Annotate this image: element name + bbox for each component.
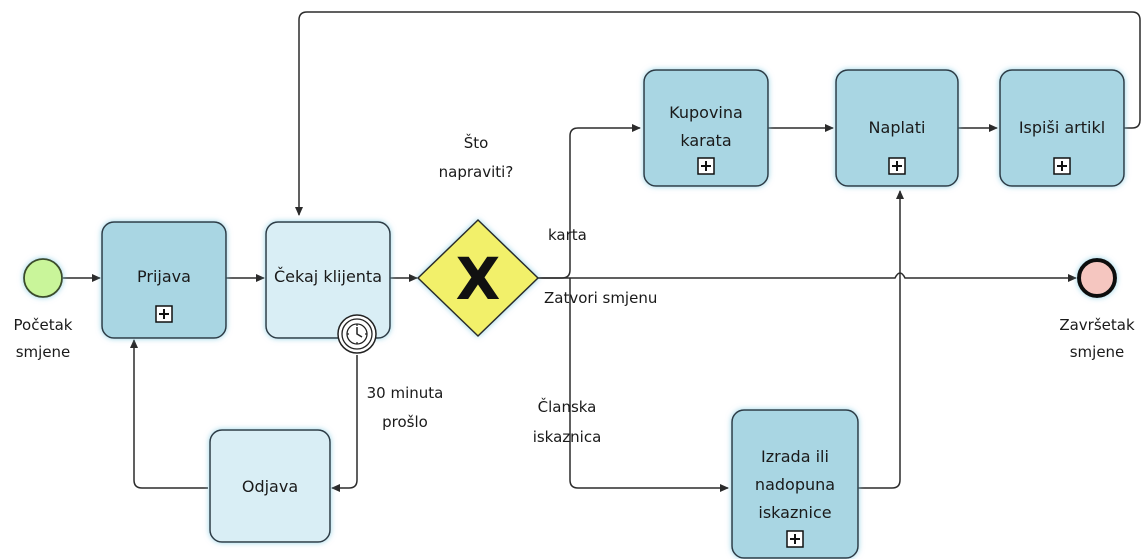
edge-label-zatvori-smjenu: Zatvori smjenu	[544, 289, 657, 307]
task-kupovina-label-1: Kupovina	[669, 103, 743, 122]
edge-label-timer-1: 30 minuta	[367, 384, 444, 402]
start-event-label-2: smjene	[16, 343, 71, 361]
task-naplati[interactable]: Naplati	[835, 69, 959, 187]
task-naplati-label: Naplati	[869, 118, 926, 137]
edge-label-karta: karta	[548, 226, 587, 244]
edge-label-clanska-2: iskaznica	[533, 428, 602, 446]
task-izrada-label-1: Izrada ili	[761, 447, 829, 466]
task-prijava[interactable]: Prijava	[101, 221, 227, 339]
flow-gateway-to-izrada	[569, 278, 729, 492]
task-kupovina-karata[interactable]: Kupovina karata	[643, 69, 769, 187]
task-cekaj-label: Čekaj klijenta	[274, 267, 382, 286]
flow-izrada-to-naplati	[858, 190, 904, 489]
task-izrada-iskaznice[interactable]: Izrada ili nadopuna iskaznice	[731, 409, 859, 559]
start-event[interactable]	[23, 258, 63, 298]
task-izrada-label-2: nadopuna	[755, 475, 835, 494]
gateway-question-2: napraviti?	[439, 163, 514, 181]
end-event-label-1: Završetak	[1059, 316, 1135, 334]
task-kupovina-label-2: karata	[680, 131, 731, 150]
task-cekaj-klijenta[interactable]: Čekaj klijenta	[265, 221, 391, 339]
gateway-question-1: Što	[464, 133, 489, 152]
flow-gateway-to-kupovina	[538, 124, 641, 279]
flow-ispisi-to-cekaj	[295, 11, 1141, 216]
edge-label-timer-2: prošlo	[382, 413, 428, 431]
task-odjava-label: Odjava	[242, 477, 298, 496]
flow-gateway-to-end	[538, 272, 1077, 282]
start-event-label-1: Početak	[14, 316, 73, 334]
exclusive-gateway[interactable]: X	[416, 218, 540, 338]
task-izrada-label-3: iskaznice	[758, 503, 831, 522]
sequence-flows	[63, 11, 1141, 492]
subprocess-marker-icon[interactable]	[888, 157, 906, 175]
edge-label-clanska-1: Članska	[538, 397, 597, 416]
subprocess-marker-icon[interactable]	[786, 530, 804, 548]
end-event-label-2: smjene	[1070, 343, 1125, 361]
timer-icon[interactable]	[337, 314, 377, 354]
subprocess-marker-icon[interactable]	[1053, 157, 1071, 175]
flow-timer-to-odjava	[331, 355, 358, 492]
subprocess-marker-icon[interactable]	[155, 305, 173, 323]
gateway-x-icon: X	[456, 245, 501, 313]
task-ispisi-label: Ispiši artikl	[1019, 118, 1105, 137]
end-event[interactable]	[1077, 258, 1117, 298]
task-prijava-label: Prijava	[137, 267, 191, 286]
flow-odjava-to-prijava	[130, 339, 208, 489]
task-odjava[interactable]: Odjava	[209, 429, 331, 543]
task-ispisi-artikl[interactable]: Ispiši artikl	[999, 69, 1125, 187]
subprocess-marker-icon[interactable]	[697, 157, 715, 175]
